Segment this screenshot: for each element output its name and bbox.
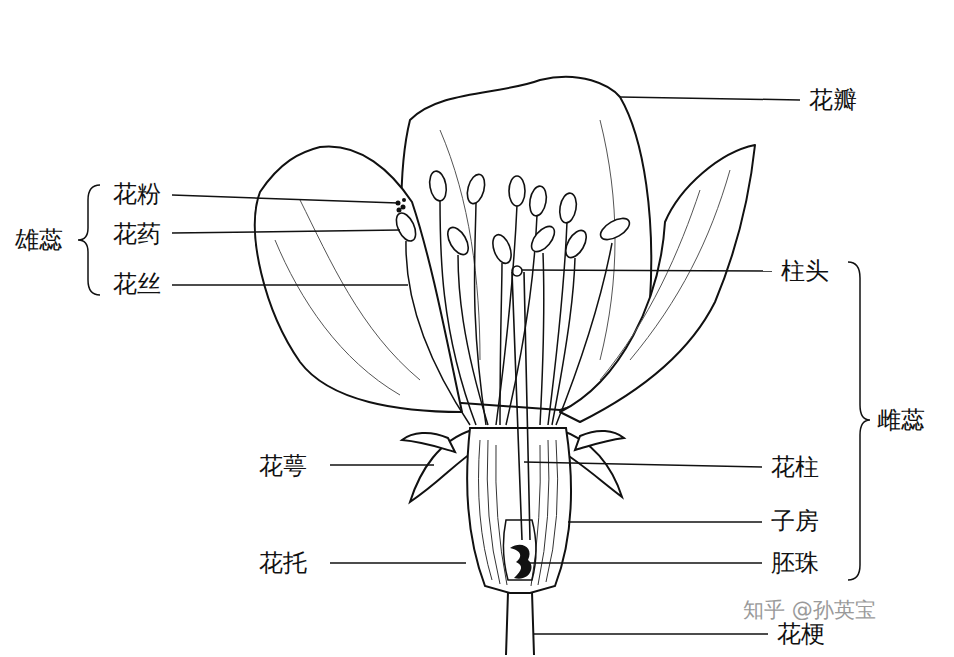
pedicel — [506, 592, 534, 655]
petal — [255, 146, 462, 412]
part-label: 花梗 — [776, 620, 826, 648]
ovule — [510, 545, 532, 579]
part-label: 柱头 — [780, 257, 830, 285]
part-label: 花托 — [258, 549, 308, 577]
bracket — [78, 185, 870, 580]
part-label: 胚珠 — [770, 549, 820, 577]
leader-line — [172, 97, 800, 634]
part-label: 花萼 — [258, 452, 308, 480]
group-label: 雄蕊 — [14, 226, 64, 254]
petal — [560, 145, 755, 422]
part-label: 花粉 — [112, 180, 162, 208]
part-label: 子房 — [770, 507, 820, 535]
part-label: 花药 — [112, 220, 162, 248]
part-label: 花瓣 — [808, 86, 858, 114]
part-label: 花丝 — [112, 270, 162, 298]
group-label: 雌蕊 — [876, 406, 926, 434]
part-label: 花柱 — [770, 453, 820, 481]
